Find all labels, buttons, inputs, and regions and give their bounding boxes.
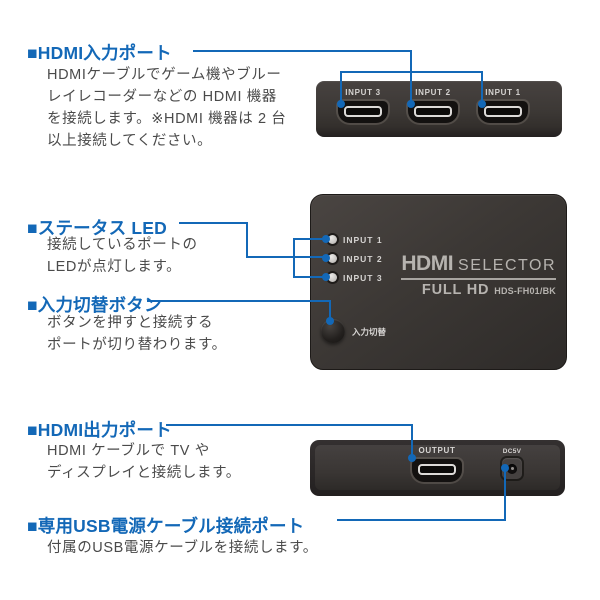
port-label: OUTPUT xyxy=(418,446,456,455)
callout-dot xyxy=(478,100,486,108)
callout-line xyxy=(411,424,413,458)
desc-line: ディスプレイと接続します。 xyxy=(47,465,241,481)
desc-line: 以上接続してください。 xyxy=(47,133,213,149)
callout-dot xyxy=(337,100,345,108)
dc-power-port: DC5V xyxy=(502,448,522,479)
input-switch-label: 入力切替 xyxy=(352,327,387,337)
dc-jack xyxy=(502,458,522,479)
hdmi-input-port-2: INPUT 2 xyxy=(408,88,458,123)
port-label: INPUT 3 xyxy=(345,88,381,97)
desc-input-switch: ボタンを押すと接続する ポートが切り替わります。 xyxy=(47,312,227,356)
heading-input-switch: ■入力切替ボタン xyxy=(27,295,162,315)
desc-usb-power: 付属のUSB電源ケーブルを接続します。 xyxy=(47,537,318,559)
status-led-1 xyxy=(328,235,337,244)
port-label: INPUT 2 xyxy=(415,88,451,97)
callout-line xyxy=(293,238,326,240)
led-label: INPUT 1 xyxy=(343,235,383,245)
callout-line xyxy=(147,300,331,302)
brand-block: HDMI SELECTOR FULL HD HDS-FH01/BK xyxy=(401,252,556,298)
hdmi-slot xyxy=(418,464,456,475)
callout-line xyxy=(246,222,248,258)
brand-divider xyxy=(401,278,556,280)
callout-line xyxy=(246,256,326,258)
callout-dot xyxy=(322,254,330,262)
dc-jack-pin xyxy=(510,467,514,470)
callout-dot xyxy=(326,317,334,325)
desc-line: ポートが切り替わります。 xyxy=(47,337,227,353)
hdmi-connector xyxy=(478,101,528,123)
callout-line xyxy=(179,222,248,224)
hdmi-slot xyxy=(344,106,382,117)
desc-line: HDMIケーブルでゲーム機やブルー xyxy=(47,67,282,83)
status-led-3 xyxy=(328,273,337,282)
status-led-2 xyxy=(328,254,337,263)
device-rear-panel: INPUT 3 INPUT 2 INPUT 1 xyxy=(316,81,562,137)
callout-line xyxy=(166,424,413,426)
led-label: INPUT 2 xyxy=(343,254,383,264)
callout-line xyxy=(481,71,483,104)
callout-line xyxy=(293,238,295,278)
hdmi-logo: HDMI xyxy=(401,252,454,275)
callout-line xyxy=(293,276,326,278)
callout-line xyxy=(340,71,483,73)
callout-line xyxy=(193,50,412,52)
spec-label: FULL HD xyxy=(421,282,490,298)
callout-line xyxy=(504,468,506,521)
callout-line xyxy=(340,71,342,104)
callout-dot xyxy=(322,235,330,243)
desc-line: 接続しているポートの xyxy=(47,237,198,253)
hdmi-slot xyxy=(414,106,452,117)
desc-line: LEDが点灯します。 xyxy=(47,259,182,275)
hdmi-slot xyxy=(484,106,522,117)
hdmi-input-port-1: INPUT 1 xyxy=(478,88,528,123)
callout-dot xyxy=(322,273,330,281)
desc-hdmi-input: HDMIケーブルでゲーム機やブルー レイレコーダーなどの HDMI 機器 を接続… xyxy=(47,64,286,152)
desc-line: 付属のUSB電源ケーブルを接続します。 xyxy=(47,540,318,556)
callout-dot xyxy=(407,100,415,108)
port-label: INPUT 1 xyxy=(485,88,521,97)
hdmi-connector xyxy=(338,101,388,123)
heading-usb-power: ■専用USB電源ケーブル接続ポート xyxy=(27,516,305,536)
brand-line-1: HDMI SELECTOR xyxy=(401,252,556,276)
desc-hdmi-output: HDMI ケーブルで TV や ディスプレイと接続します。 xyxy=(47,440,241,484)
desc-line: レイレコーダーなどの HDMI 機器 xyxy=(47,89,277,105)
desc-line: HDMI ケーブルで TV や xyxy=(47,443,210,459)
desc-status-led: 接続しているポートの LEDが点灯します。 xyxy=(47,234,198,278)
heading-hdmi-input: ■HDMI入力ポート xyxy=(27,43,172,63)
output-panel-face: OUTPUT DC5V xyxy=(315,445,560,490)
model-number: HDS-FH01/BK xyxy=(494,286,556,296)
device-front-panel: INPUT 1 INPUT 2 INPUT 3 HDMI SELECTOR FU… xyxy=(310,194,567,370)
hdmi-input-port-3: INPUT 3 xyxy=(338,88,388,123)
callout-line xyxy=(337,519,506,521)
desc-line: ボタンを押すと接続する xyxy=(47,315,214,331)
led-label: INPUT 3 xyxy=(343,273,383,283)
callout-line xyxy=(410,50,412,104)
heading-status-led: ■ステータス LED xyxy=(27,218,167,238)
brand-suffix: SELECTOR xyxy=(458,257,556,274)
callout-line xyxy=(329,300,331,321)
brand-line-2: FULL HD HDS-FH01/BK xyxy=(401,282,556,298)
hdmi-connector xyxy=(412,459,462,482)
device-output-panel: OUTPUT DC5V xyxy=(310,440,565,496)
hdmi-connector xyxy=(408,101,458,123)
callout-dot xyxy=(408,454,416,462)
hdmi-output-port: OUTPUT xyxy=(412,446,462,482)
desc-line: を接続します。※HDMI 機器は 2 台 xyxy=(47,111,287,127)
heading-hdmi-output: ■HDMI出力ポート xyxy=(27,420,172,440)
dc-label: DC5V xyxy=(502,448,522,455)
callout-dot xyxy=(501,464,509,472)
